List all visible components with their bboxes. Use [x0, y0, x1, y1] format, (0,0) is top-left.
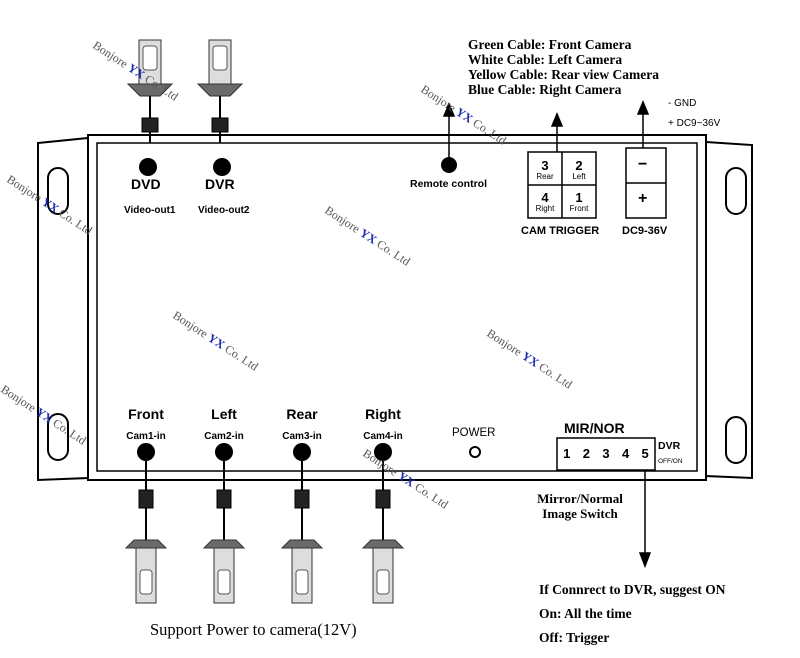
- remote-control-port: [441, 157, 457, 173]
- mirror-normal-note: Mirror/Normal Image Switch: [520, 491, 640, 521]
- trigger-cell-front-num: 1: [575, 190, 583, 205]
- trigger-cell-left-num: 2: [575, 158, 583, 173]
- trigger-cell-rear-sub: Rear: [536, 172, 554, 181]
- dip-switch: [556, 437, 656, 471]
- cam1-in-label: Cam1-in: [126, 431, 166, 442]
- dip-switch-arrow: [638, 470, 652, 569]
- cam-trigger-block: [527, 151, 597, 219]
- remote-control-label: Remote control: [410, 178, 488, 190]
- input-rear-label: Rear: [286, 406, 318, 422]
- green-cable-note: Green Cable: Front Camera: [468, 37, 632, 52]
- gnd-note: - GND: [668, 98, 697, 109]
- input-front-label: Front: [128, 406, 164, 422]
- video-out2-label: Video-out2: [198, 205, 250, 216]
- output-dvr-label: DVR: [205, 176, 235, 192]
- cable-color-notes: Green Cable: Front Camera White Cable: L…: [468, 37, 659, 97]
- power-led: [469, 446, 481, 458]
- dip-switch-1: 1: [563, 446, 571, 461]
- mirror-note-line1: Mirror/Normal: [537, 491, 623, 506]
- terminal-minus: −: [638, 156, 648, 173]
- dip-switch-2: 2: [582, 446, 590, 461]
- white-cable-note: White Cable: Left Camera: [468, 52, 623, 67]
- video-out1-label: Video-out1: [124, 205, 176, 216]
- cam3-in-port: [293, 443, 311, 461]
- trigger-cell-front-sub: Front: [569, 204, 589, 213]
- cam1-input-cable: [124, 461, 168, 604]
- output-dvd-label: DVD: [131, 176, 161, 192]
- cam2-in-label: Cam2-in: [204, 431, 244, 442]
- dvr-connection-note: If Connrect to DVR, suggest ON On: All t…: [539, 578, 726, 650]
- terminal-plus: +: [638, 190, 648, 207]
- dvr-note-line1: If Connrect to DVR, suggest ON: [539, 582, 726, 597]
- device-housing: [87, 134, 707, 481]
- trigger-cell-right-sub: Right: [535, 204, 555, 213]
- mirror-note-line2: Image Switch: [542, 506, 618, 521]
- cam-trigger-arrow: [550, 112, 564, 152]
- remote-arrow: [442, 102, 456, 157]
- cam2-input-cable: [202, 461, 246, 604]
- yellow-cable-note: Yellow Cable: Rear view Camera: [468, 67, 659, 82]
- right-mounting-bracket: [705, 140, 753, 480]
- cam4-input-cable: [361, 461, 405, 604]
- video-out1-port: [139, 158, 157, 176]
- cam4-in-port: [374, 443, 392, 461]
- terminal-label: DC9-36V: [622, 225, 668, 237]
- dvr-note-line3: Off: Trigger: [539, 630, 610, 645]
- cam1-in-port: [137, 443, 155, 461]
- video-out2-port: [213, 158, 231, 176]
- trigger-cell-right: 4 Right: [528, 185, 562, 213]
- dip-switch-4: 4: [621, 446, 630, 461]
- dip-switch-3: 3: [602, 446, 610, 461]
- power-led-label: POWER: [452, 427, 496, 439]
- dvr-output-cable: [196, 39, 244, 143]
- trigger-cell-left: 2 Left: [562, 152, 596, 181]
- dip-dvr-label: DVR: [658, 440, 681, 452]
- trigger-cell-right-num: 4: [541, 190, 549, 205]
- dvd-output-cable: [126, 39, 174, 143]
- input-right-label: Right: [365, 406, 401, 422]
- blue-cable-note: Blue Cable: Right Camera: [468, 82, 622, 97]
- dvr-note-line2: On: All the time: [539, 606, 632, 621]
- cam3-in-label: Cam3-in: [282, 431, 322, 442]
- trigger-cell-rear: 3 Rear: [528, 152, 562, 181]
- cam3-input-cable: [280, 461, 324, 604]
- dc-voltage-note: + DC9~36V: [668, 118, 721, 129]
- trigger-cell-rear-num: 3: [541, 158, 549, 173]
- input-left-label: Left: [211, 406, 237, 422]
- trigger-cell-front: 1 Front: [562, 185, 596, 213]
- dip-switch-numbers: 1 2 3 4 5: [557, 446, 655, 461]
- dip-switch-5: 5: [641, 446, 649, 461]
- cam-trigger-label: CAM TRIGGER: [521, 225, 600, 237]
- dip-offon-label: OFF/ON: [658, 458, 683, 465]
- cam4-in-label: Cam4-in: [363, 431, 403, 442]
- dip-switch-title: MIR/NOR: [564, 420, 625, 436]
- cam2-in-port: [215, 443, 233, 461]
- power-terminal-arrow: [636, 100, 650, 148]
- trigger-cell-left-sub: Left: [572, 172, 586, 181]
- dc-power-terminal: [625, 147, 667, 219]
- support-power-caption: Support Power to camera(12V): [150, 620, 357, 639]
